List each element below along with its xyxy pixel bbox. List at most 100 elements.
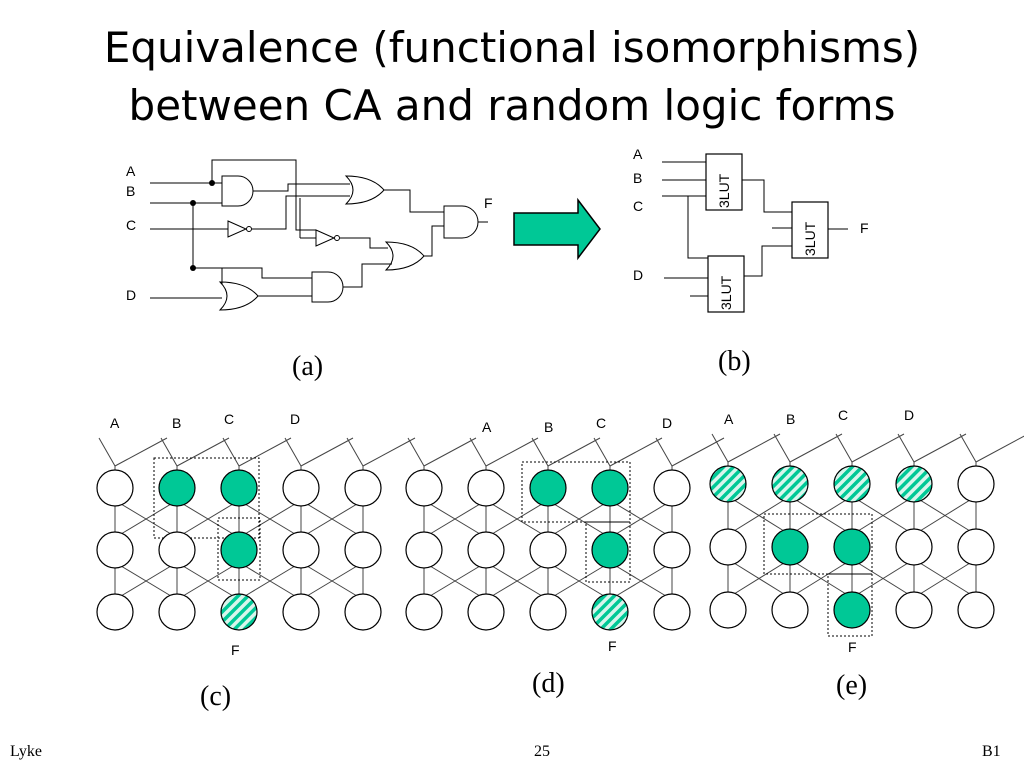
lut-bottom-label: 3LUT bbox=[718, 275, 734, 310]
ca-cell-empty bbox=[467, 593, 505, 631]
ca-cell-empty bbox=[957, 528, 995, 566]
grid-input-line bbox=[160, 437, 178, 467]
panel-c-input-b: B bbox=[172, 415, 181, 431]
grid-region-box bbox=[217, 517, 261, 581]
panel-c-input-a: A bbox=[110, 415, 120, 431]
panel-a-circuit: A B C D F bbox=[126, 159, 493, 311]
grid-input-line bbox=[851, 433, 905, 463]
ca-cell-hatched bbox=[771, 465, 809, 503]
ca-cell-empty bbox=[653, 469, 691, 507]
panel-c-output-f: F bbox=[231, 642, 240, 658]
panel-a-input-a: A bbox=[126, 163, 136, 179]
grid-input-line bbox=[469, 437, 487, 467]
wire-and1-out bbox=[253, 183, 350, 192]
wire-a-tap bbox=[211, 159, 316, 231]
footer-author: Lyke bbox=[10, 743, 42, 760]
lut-top-label: 3LUT bbox=[716, 173, 732, 208]
ca-cell-hatched bbox=[895, 465, 933, 503]
grid-input-line bbox=[897, 433, 915, 463]
panel-c-caption: (c) bbox=[200, 681, 231, 712]
grid-input-line bbox=[547, 437, 601, 467]
panel-a-input-c: C bbox=[126, 217, 136, 233]
junction-b2 bbox=[190, 265, 196, 271]
ca-cell-empty bbox=[344, 469, 382, 507]
grid-input-line bbox=[407, 437, 425, 467]
panel-e-input-a: A bbox=[724, 411, 734, 427]
grid-link bbox=[306, 565, 358, 597]
lut-wire-bottom-out bbox=[742, 245, 792, 277]
transform-arrow-icon bbox=[513, 197, 601, 261]
grid-input-line bbox=[362, 437, 416, 467]
grid-input-line bbox=[98, 437, 116, 467]
grid-input-line bbox=[711, 433, 729, 463]
grid-link bbox=[857, 562, 909, 595]
panel-c-input-c: C bbox=[224, 411, 234, 427]
wire-b-to-or bbox=[193, 267, 223, 284]
panel-d-input-a: A bbox=[482, 419, 492, 435]
panel-d-input-d: D bbox=[662, 415, 672, 431]
ca-cell-solid bbox=[529, 469, 567, 507]
ca-cell-empty bbox=[895, 591, 933, 629]
not-gate-1 bbox=[227, 220, 248, 238]
wire-not1-out bbox=[252, 195, 350, 230]
ca-cell-empty bbox=[344, 593, 382, 631]
panel-c-ca-grid bbox=[96, 437, 416, 631]
ca-cell-empty bbox=[405, 593, 443, 631]
panel-e-input-b: B bbox=[786, 411, 795, 427]
ca-cell-empty bbox=[158, 593, 196, 631]
grid-link bbox=[553, 565, 605, 597]
grid-input-line bbox=[485, 437, 539, 467]
grid-input-line bbox=[284, 437, 302, 467]
lut-right-label: 3LUT bbox=[802, 221, 818, 256]
ca-cell-empty bbox=[895, 528, 933, 566]
wire-and2-out bbox=[343, 263, 392, 288]
ca-cell-empty bbox=[653, 531, 691, 569]
grid-link bbox=[795, 562, 847, 595]
grid-input-line bbox=[789, 433, 843, 463]
grid-link bbox=[182, 503, 234, 535]
grid-input-line bbox=[835, 433, 853, 463]
ca-cell-empty bbox=[709, 591, 747, 629]
grid-input-line bbox=[176, 437, 230, 467]
ca-cell-solid bbox=[833, 591, 871, 629]
ca-cell-empty bbox=[467, 531, 505, 569]
grid-link bbox=[120, 565, 172, 597]
grid-input-line bbox=[671, 437, 725, 467]
lut-bottom bbox=[707, 255, 745, 313]
grid-link bbox=[244, 503, 296, 535]
grid-link bbox=[919, 562, 971, 595]
ca-cell-empty bbox=[467, 469, 505, 507]
ca-cell-empty bbox=[709, 528, 747, 566]
panel-e-input-c: C bbox=[838, 407, 848, 423]
wire-b-to-and2 bbox=[193, 267, 312, 279]
ca-cell-empty bbox=[158, 531, 196, 569]
grid-input-line bbox=[300, 437, 354, 467]
footer-page-number: 25 bbox=[534, 743, 550, 760]
panel-b-input-a: A bbox=[633, 146, 643, 162]
grid-link bbox=[795, 499, 847, 532]
panel-b-input-b: B bbox=[633, 170, 642, 186]
lut-wire-top-out bbox=[742, 179, 792, 213]
ca-cell-hatched bbox=[833, 465, 871, 503]
ca-cell-empty bbox=[771, 591, 809, 629]
ca-cell-empty bbox=[282, 469, 320, 507]
and-gate-final bbox=[443, 205, 479, 239]
grid-input-line bbox=[222, 437, 240, 467]
grid-region-box bbox=[763, 513, 873, 575]
grid-input-line bbox=[593, 437, 611, 467]
not-gate-2-bubble bbox=[334, 235, 340, 241]
wire-or1-out bbox=[384, 189, 444, 213]
grid-link bbox=[244, 565, 296, 597]
ca-cell-empty bbox=[96, 469, 134, 507]
ca-cell-empty bbox=[957, 465, 995, 503]
panel-b-caption: (b) bbox=[718, 346, 751, 377]
grid-input-line bbox=[609, 437, 663, 467]
lut-right bbox=[791, 201, 829, 259]
panel-b-output-f: F bbox=[860, 220, 869, 236]
grid-region-box bbox=[153, 457, 260, 539]
panel-a-input-d: D bbox=[126, 287, 136, 303]
panel-d-ca-grid bbox=[405, 437, 725, 631]
ca-cell-hatched bbox=[591, 593, 629, 631]
ca-cell-empty bbox=[405, 469, 443, 507]
